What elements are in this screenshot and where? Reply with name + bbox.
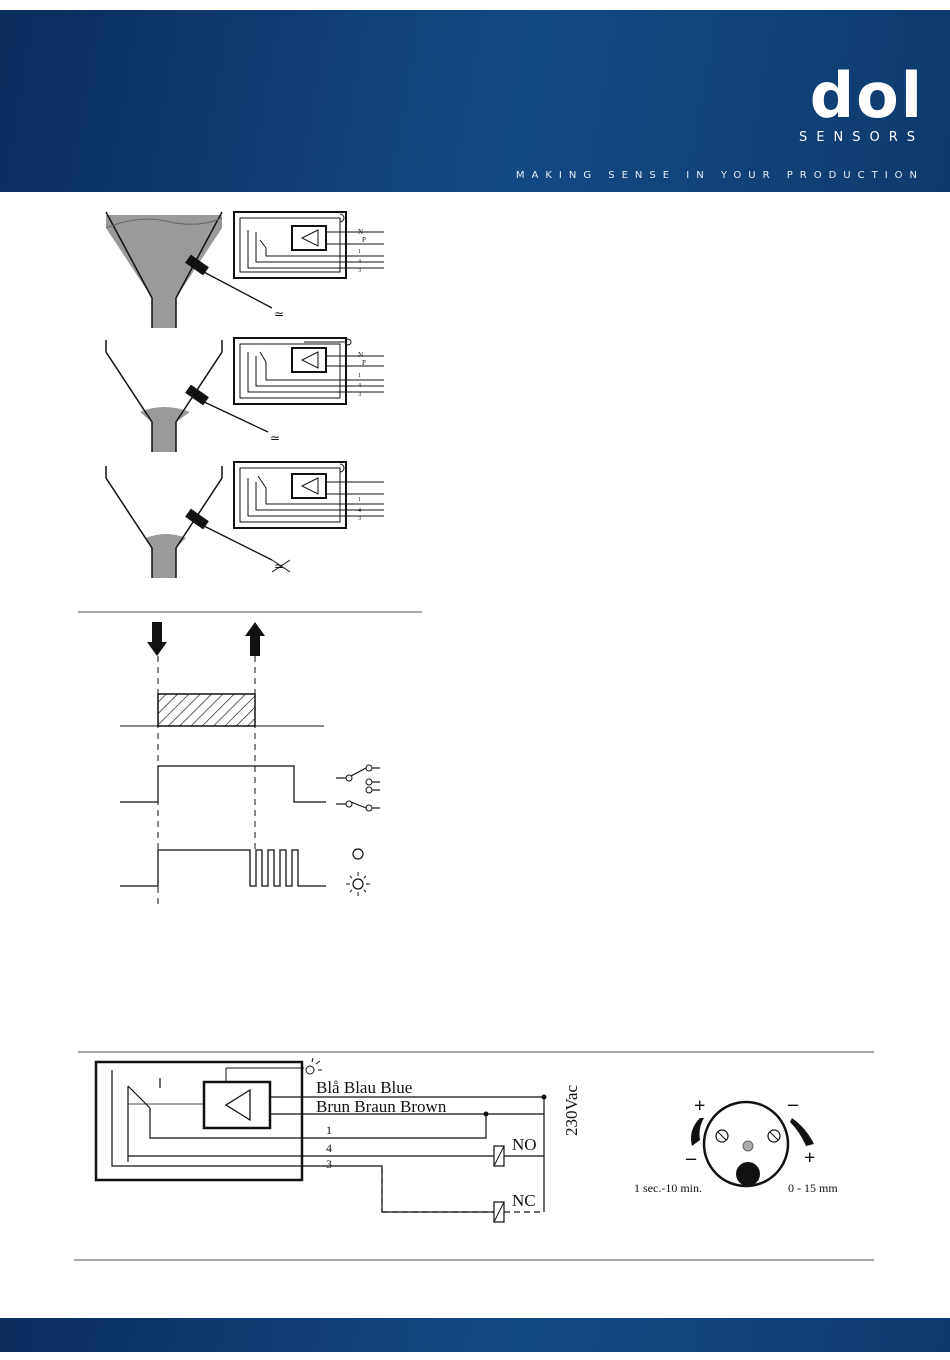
- terminal-4-label: 4: [358, 259, 361, 265]
- adjustment-panel: + – – + 1 sec.-10 min. 0 - 15 mm: [634, 1093, 838, 1195]
- distance-plus: +: [804, 1147, 815, 1169]
- led-indicator-icons: [346, 849, 370, 896]
- svg-text:≃: ≃: [270, 431, 280, 445]
- delay-plus: +: [694, 1095, 705, 1117]
- timing-diagram: [78, 612, 422, 904]
- svg-text:3: 3: [358, 392, 361, 398]
- svg-text:3: 3: [358, 516, 361, 522]
- ac-symbol: ≃: [274, 307, 284, 321]
- silo-partial-diagram: ≃ N P 1 4 3: [106, 338, 384, 452]
- n-label: N: [358, 228, 363, 236]
- terminal-1: 1: [326, 1123, 332, 1137]
- sensor-schematic-1: N P 1 4 3: [234, 212, 384, 278]
- svg-text:1: 1: [358, 373, 361, 379]
- svg-text:≃: ≃: [274, 559, 284, 573]
- sensor-schematic-3: 1 4 3: [234, 462, 384, 528]
- svg-text:P: P: [362, 359, 366, 367]
- terminal-4: 4: [326, 1141, 332, 1155]
- nc-label: NC: [512, 1191, 536, 1210]
- svg-text:4: 4: [358, 508, 361, 514]
- distance-range: 0 - 15 mm: [788, 1181, 838, 1195]
- wire-brown-label: Brun Braun Brown: [316, 1097, 447, 1116]
- footer-banner: [0, 1318, 950, 1352]
- wire-blue-label: Blå Blau Blue: [316, 1078, 412, 1097]
- delay-range: 1 sec.-10 min.: [634, 1181, 702, 1195]
- p-label: P: [362, 236, 366, 244]
- voltage-label: 230Vac: [562, 1085, 581, 1136]
- svg-text:4: 4: [358, 383, 361, 389]
- relay-contact-symbols: [336, 765, 380, 811]
- delay-minus: –: [685, 1147, 697, 1169]
- svg-text:1: 1: [358, 497, 361, 503]
- no-label: NO: [512, 1135, 537, 1154]
- sensor-schematic-2: N P 1 4 3: [234, 338, 384, 404]
- terminal-1-label: 1: [358, 249, 361, 255]
- distance-minus: –: [787, 1093, 799, 1115]
- terminal-3: 3: [326, 1157, 332, 1171]
- silo-full-diagram: ≃ N P 1 4 3: [106, 212, 384, 328]
- silo-empty-diagram: ≃ 1 4 3: [106, 462, 384, 578]
- terminal-3-label: 3: [358, 268, 361, 274]
- svg-text:N: N: [358, 351, 363, 359]
